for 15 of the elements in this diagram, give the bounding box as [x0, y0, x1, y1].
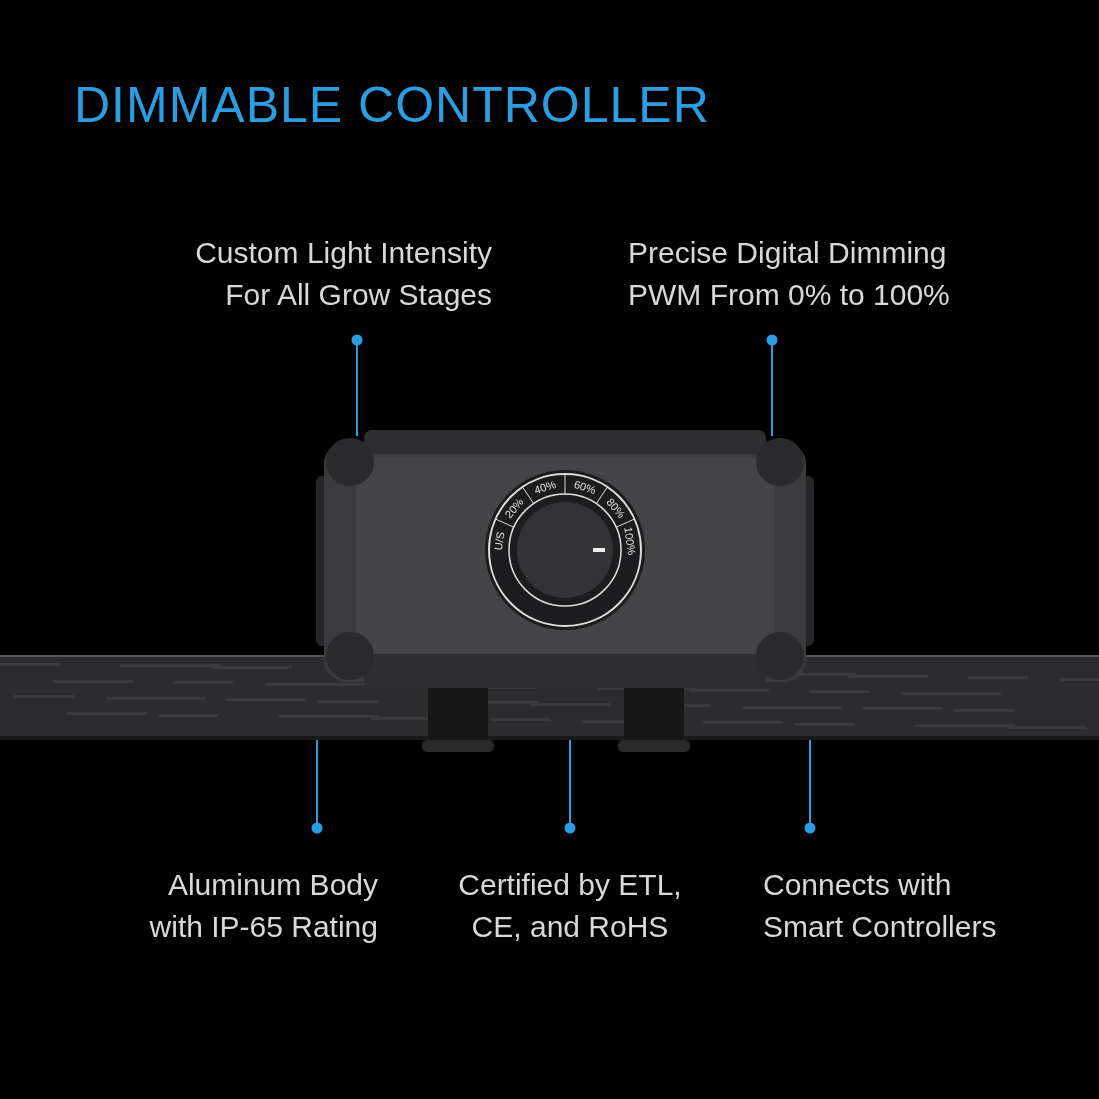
feature-text: Precise Digital Dimming PWM From 0% to 100% — [628, 235, 951, 313]
leader-line — [351, 334, 363, 437]
leader-line — [766, 334, 778, 437]
dial-scale-label: 40% — [531, 477, 558, 498]
dial-scale-label: 60% — [572, 477, 599, 498]
leader-line — [311, 739, 323, 834]
title: DIMMABLE CONTROLLER — [74, 76, 710, 134]
leader-line — [564, 739, 576, 834]
feature-text: Certified by ETL, CE, and RoHS — [457, 867, 683, 945]
feature-text: Connects with Smart Controllers — [763, 867, 998, 945]
feature-text: Custom Light Intensity For All Grow Stages — [194, 235, 492, 313]
leader-line — [804, 739, 816, 834]
dial-scale-label: U/S — [491, 530, 508, 551]
feature-text: Aluminum Body with IP-65 Rating — [148, 867, 378, 945]
dial-scale-label: 100% — [621, 525, 640, 556]
